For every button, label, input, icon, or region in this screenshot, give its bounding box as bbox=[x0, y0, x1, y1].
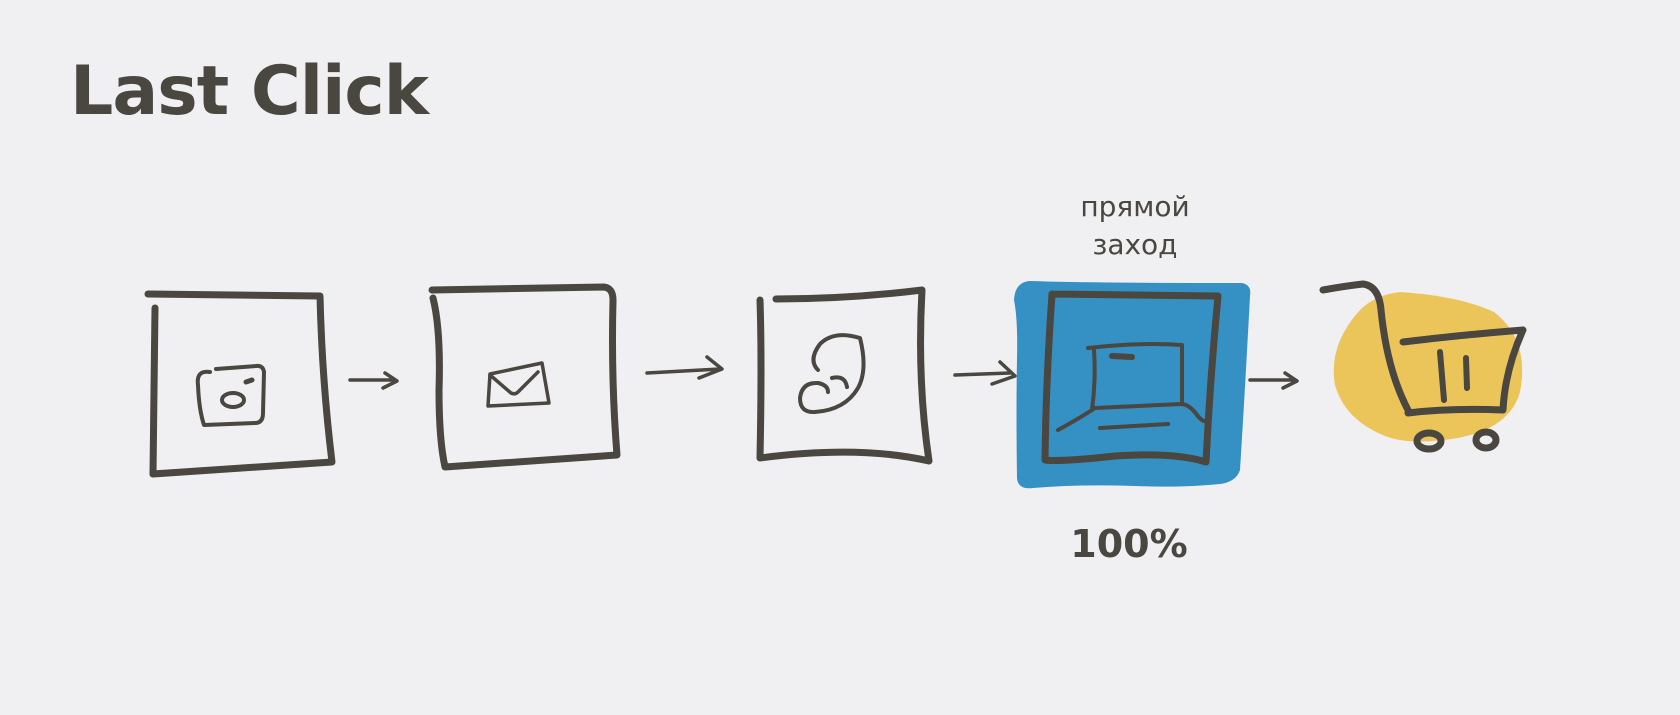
direct-visit-label-line1: прямой bbox=[1080, 190, 1190, 223]
step-phone bbox=[756, 286, 933, 465]
direct-visit-label: прямой заход bbox=[1035, 188, 1235, 264]
arrow-2 bbox=[645, 355, 724, 380]
arrow-1 bbox=[348, 371, 399, 390]
step-purchase bbox=[1319, 280, 1527, 453]
email-icon bbox=[486, 361, 551, 408]
arrow-3 bbox=[953, 360, 1017, 386]
shopping-cart-icon bbox=[1319, 280, 1527, 453]
phone-icon bbox=[798, 333, 866, 415]
step-email bbox=[428, 283, 621, 471]
arrow-4 bbox=[1248, 371, 1299, 390]
instagram-icon bbox=[195, 363, 266, 427]
step-direct-visit bbox=[1014, 281, 1251, 489]
laptop-icon bbox=[1056, 342, 1210, 432]
cart-blob bbox=[1333, 292, 1523, 442]
step-instagram bbox=[144, 290, 336, 478]
highlight-background bbox=[1014, 281, 1251, 489]
attribution-percent: 100% bbox=[1070, 522, 1188, 566]
direct-visit-label-line2: заход bbox=[1092, 228, 1178, 261]
page-title: Last Click bbox=[70, 52, 429, 131]
